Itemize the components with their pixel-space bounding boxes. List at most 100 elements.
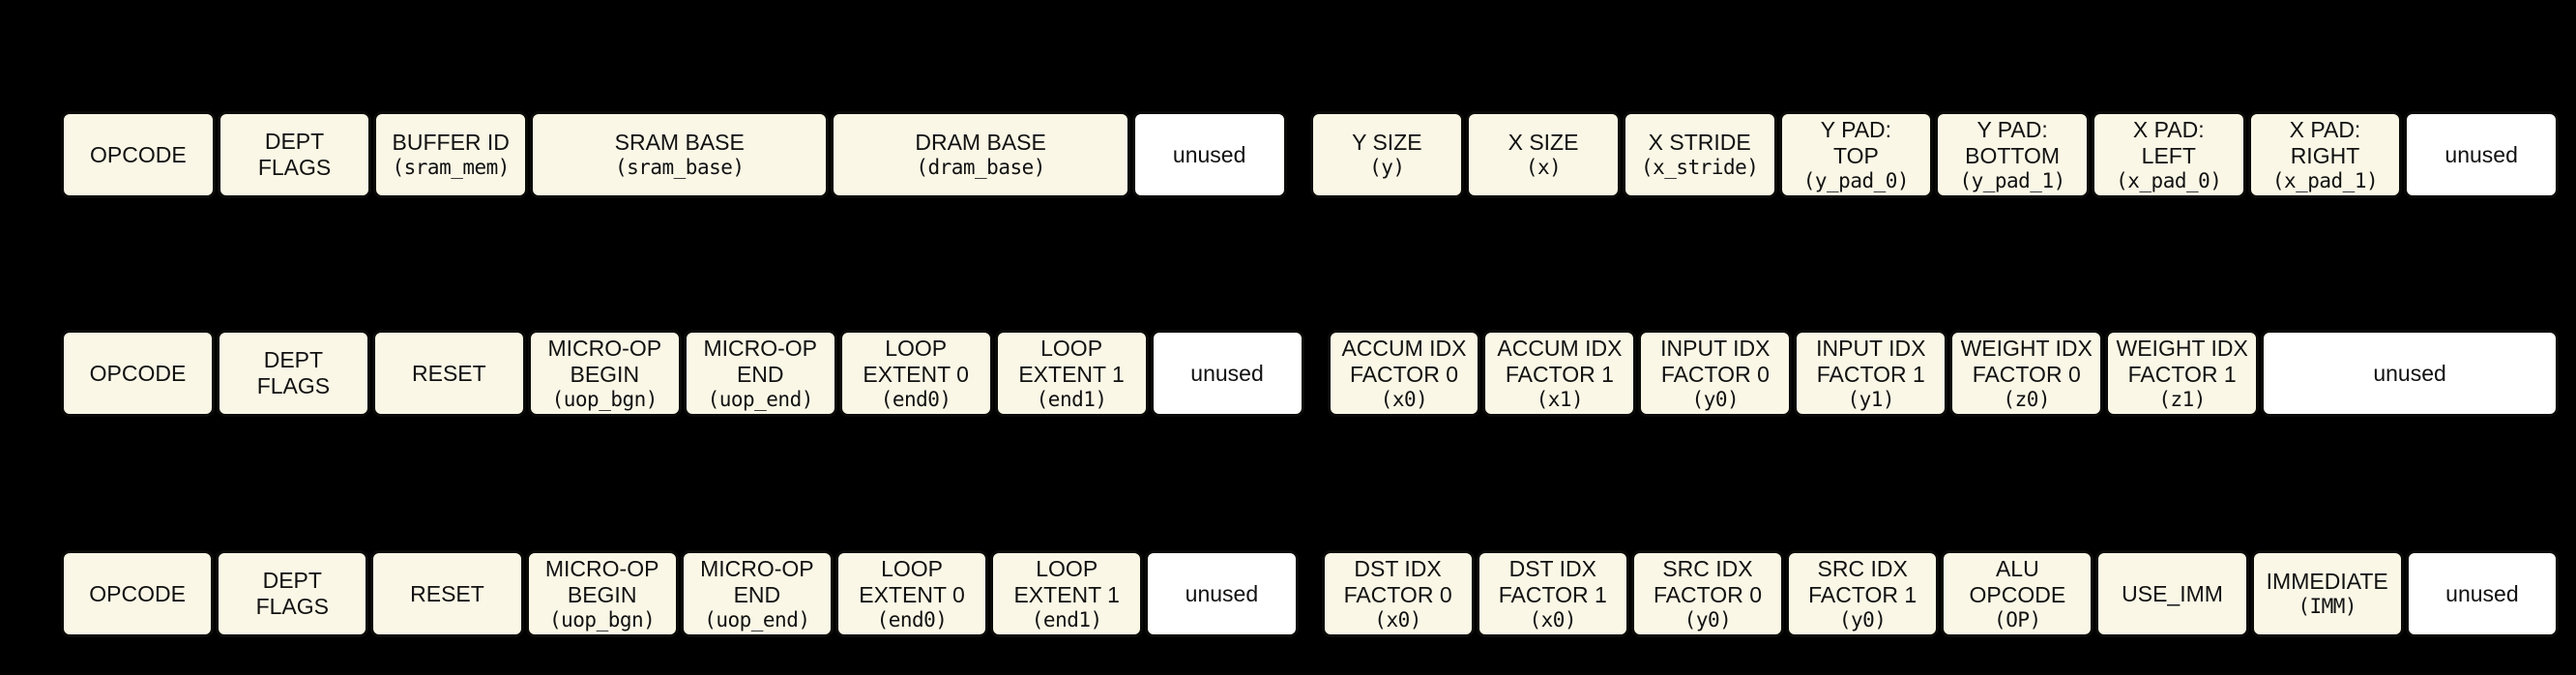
field-label: RESET xyxy=(410,580,484,606)
field-label: RESET xyxy=(412,360,486,386)
field-x-pad-right: X PAD: RIGHT(x_pad_1) xyxy=(2247,111,2403,198)
field-accum-idx-factor-0: ACCUM IDX FACTOR 0(x0) xyxy=(1327,330,1481,417)
field-label: LOOP EXTENT 0 xyxy=(863,335,969,387)
field-code: (x_pad_1) xyxy=(2271,168,2379,192)
field-x-stride: X STRIDE(x_stride) xyxy=(1622,111,1777,198)
field-dst-idx-factor-1: DST IDX FACTOR 1(x0) xyxy=(1476,550,1629,637)
field-label: unused xyxy=(2373,360,2446,386)
field-label: DEPT FLAGS xyxy=(256,347,331,398)
field-code: (x0) xyxy=(1529,607,1577,631)
field-label: OPCODE xyxy=(90,141,187,167)
field-dept-flags: DEPT FLAGS xyxy=(216,330,370,417)
field-code: (z1) xyxy=(2158,387,2206,411)
field-buffer-id: BUFFER ID(sram_mem) xyxy=(373,111,529,198)
field-label: X SIZE xyxy=(1508,130,1579,155)
field-code: (y) xyxy=(1369,156,1405,179)
group-gap xyxy=(1301,550,1320,637)
field-input-idx-factor-0: INPUT IDX FACTOR 0(y0) xyxy=(1638,330,1793,417)
field-code: (uop_bgn) xyxy=(549,607,656,631)
field-code: (y_pad_0) xyxy=(1802,168,1910,192)
field-code: (y0) xyxy=(1838,607,1887,631)
group-gap xyxy=(1289,111,1308,198)
field-micro-op-end: MICRO-OP END(uop_end) xyxy=(683,330,837,417)
field-y-pad-top: Y PAD: TOP(y_pad_0) xyxy=(1778,111,1934,198)
field-unused: unused xyxy=(1145,550,1299,637)
field-label: DEPT FLAGS xyxy=(255,568,329,619)
field-label: SRC IDX FACTOR 0 xyxy=(1653,555,1762,607)
field-label: INPUT IDX FACTOR 0 xyxy=(1660,335,1771,387)
field-code: (x_pad_0) xyxy=(2116,168,2222,192)
field-label: Y SIZE xyxy=(1352,130,1422,155)
field-code: (y_pad_1) xyxy=(1959,168,2065,192)
field-code: (z0) xyxy=(2003,387,2050,411)
field-label: MICRO-OP BEGIN xyxy=(544,555,659,607)
field-unused: unused xyxy=(1131,111,1287,198)
field-reset: RESET xyxy=(370,550,524,637)
field-loop-extent-0: LOOP EXTENT 0(end0) xyxy=(838,330,993,417)
field-code: (end1) xyxy=(1031,607,1102,631)
group-gap xyxy=(1306,330,1326,417)
field-code: (y0) xyxy=(1691,387,1740,411)
field-label: WEIGHT IDX FACTOR 0 xyxy=(1960,335,2093,387)
field-label: unused xyxy=(2444,141,2518,167)
field-y-pad-bottom: Y PAD: BOTTOM(y_pad_1) xyxy=(1935,111,2090,198)
field-code: (y1) xyxy=(1847,387,1895,411)
field-label: MICRO-OP BEGIN xyxy=(547,335,662,387)
field-unused: unused xyxy=(2405,550,2559,637)
field-label: unused xyxy=(1172,141,1246,167)
field-label: DST IDX FACTOR 0 xyxy=(1343,555,1452,607)
field-dram-base: DRAM BASE(dram_base) xyxy=(831,111,1130,198)
field-label: SRC IDX FACTOR 1 xyxy=(1808,555,1917,607)
field-code: (dram_base) xyxy=(916,156,1045,179)
field-label: unused xyxy=(1190,360,1264,386)
field-sram-base: SRAM BASE(sram_base) xyxy=(530,111,830,198)
field-label: ACCUM IDX FACTOR 1 xyxy=(1497,335,1623,387)
field-reset: RESET xyxy=(371,330,526,417)
field-opcode: OPCODE xyxy=(61,550,215,637)
field-dst-idx-factor-0: DST IDX FACTOR 0(x0) xyxy=(1321,550,1475,637)
field-label: Y PAD: TOP xyxy=(1820,116,1892,168)
field-label: DRAM BASE xyxy=(915,130,1046,155)
instruction-row-3: OPCODE DEPT FLAGS RESET MICRO-OP BEGIN(uop_… xyxy=(61,550,2559,637)
field-label: X PAD: RIGHT xyxy=(2289,116,2361,168)
field-code: (OP) xyxy=(1994,607,2041,631)
field-unused: unused xyxy=(1150,330,1304,417)
field-src-idx-factor-0: SRC IDX FACTOR 0(y0) xyxy=(1630,550,1785,637)
field-label: DEPT FLAGS xyxy=(257,129,332,180)
field-code: (uop_bgn) xyxy=(551,387,659,411)
field-weight-idx-factor-1: WEIGHT IDX FACTOR 1(z1) xyxy=(2105,330,2260,417)
field-x-pad-left: X PAD: LEFT(x_pad_0) xyxy=(2091,111,2246,198)
field-micro-op-begin: MICRO-OP BEGIN(uop_bgn) xyxy=(525,550,679,637)
field-label: SRAM BASE xyxy=(614,130,745,155)
field-label: unused xyxy=(2445,580,2519,606)
field-label: MICRO-OP END xyxy=(700,555,814,607)
field-code: (sram_base) xyxy=(614,156,745,179)
field-label: DST IDX FACTOR 1 xyxy=(1498,555,1607,607)
field-opcode: OPCODE xyxy=(61,330,215,417)
field-loop-extent-1: LOOP EXTENT 1(end1) xyxy=(990,550,1144,637)
field-micro-op-begin: MICRO-OP BEGIN(uop_bgn) xyxy=(527,330,682,417)
field-code: (end0) xyxy=(876,607,948,631)
field-unused: unused xyxy=(2404,111,2559,198)
field-x-size: X SIZE(x) xyxy=(1466,111,1621,198)
field-label: MICRO-OP END xyxy=(703,335,817,387)
field-code: (end1) xyxy=(1036,387,1107,411)
field-label: OPCODE xyxy=(89,360,187,386)
field-label: LOOP EXTENT 1 xyxy=(1018,335,1125,387)
field-code: (x1) xyxy=(1536,387,1584,411)
field-code: (y0) xyxy=(1683,607,1732,631)
field-label: LOOP EXTENT 1 xyxy=(1013,555,1120,607)
field-label: unused xyxy=(1185,580,1259,606)
field-code: (x0) xyxy=(1380,387,1428,411)
field-code: (IMM) xyxy=(2298,595,2357,618)
field-code: (sram_mem) xyxy=(392,156,511,179)
field-dept-flags: DEPT FLAGS xyxy=(216,550,369,637)
field-code: (x) xyxy=(1525,156,1562,179)
field-src-idx-factor-1: SRC IDX FACTOR 1(y0) xyxy=(1786,550,1940,637)
field-weight-idx-factor-0: WEIGHT IDX FACTOR 0(z0) xyxy=(1949,330,2104,417)
field-code: (uop_end) xyxy=(707,387,814,411)
field-micro-op-end: MICRO-OP END(uop_end) xyxy=(680,550,834,637)
